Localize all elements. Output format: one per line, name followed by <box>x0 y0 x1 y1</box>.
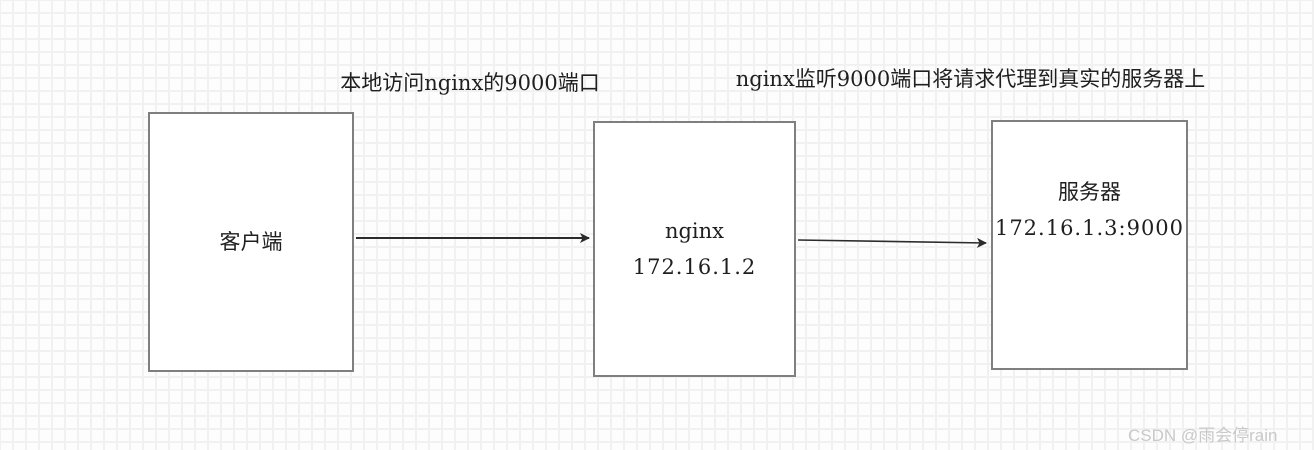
node-nginx: nginx 172.16.1.2 <box>593 121 796 377</box>
node-nginx-label: nginx <box>664 219 725 243</box>
edge-nginx-to-server <box>797 237 987 248</box>
node-client-label: 客户端 <box>219 230 283 254</box>
node-client: 客户端 <box>148 112 354 372</box>
node-nginx-ip: 172.16.1.2 <box>632 255 757 279</box>
node-server-label: 服务器 <box>1058 180 1121 204</box>
csdn-watermark: CSDN @雨会停rain <box>1128 426 1278 445</box>
caption-nginx-to-server: nginx监听9000端口将请求代理到真实的服务器上 <box>735 67 1206 91</box>
node-server-ip: 172.16.1.3:9000 <box>994 216 1185 240</box>
node-server: 服务器 172.16.1.3:9000 <box>991 120 1188 370</box>
caption-client-to-nginx: 本地访问nginx的9000端口 <box>340 71 600 95</box>
